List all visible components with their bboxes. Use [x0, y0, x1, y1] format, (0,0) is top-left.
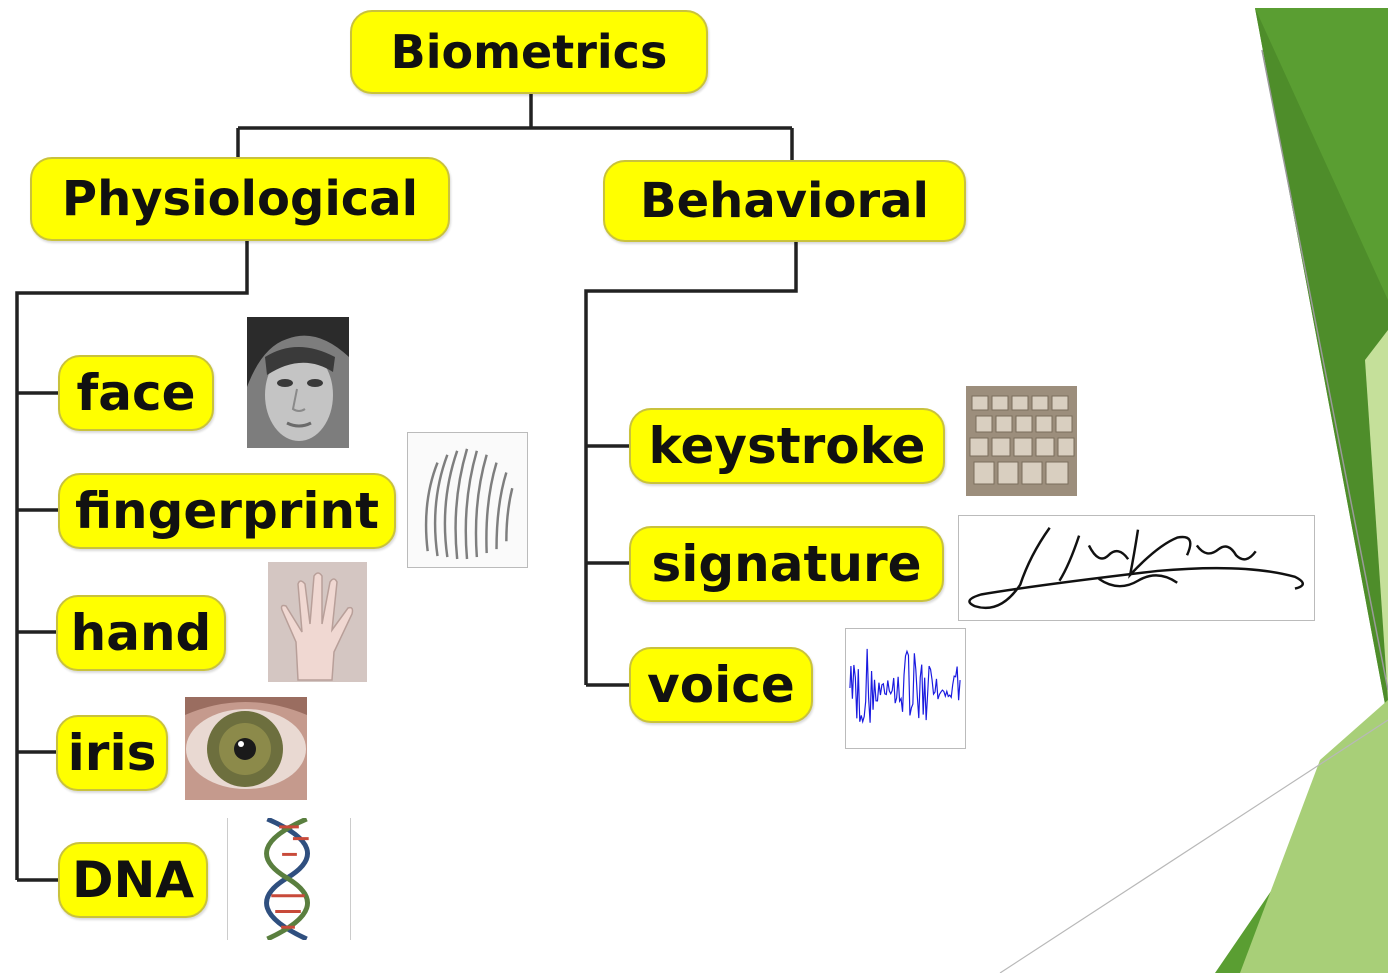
connector-behavioral: [584, 240, 798, 685]
leaf-node-fingerprint: fingerprint: [58, 473, 396, 549]
leaf-label: iris: [67, 724, 157, 782]
leaf-node-signature: signature: [629, 526, 944, 602]
root-node-biometrics: Biometrics: [350, 10, 708, 94]
iris-photo: [185, 697, 307, 800]
connector-physiological: [15, 240, 249, 880]
category-label: Physiological: [61, 171, 419, 227]
connector-root: [236, 92, 794, 160]
leaf-label: hand: [70, 604, 212, 662]
voice-waveform: [845, 628, 966, 749]
leaf-node-voice: voice: [629, 647, 813, 723]
leaf-label: voice: [647, 656, 795, 714]
root-label: Biometrics: [390, 25, 668, 79]
leaf-node-face: face: [58, 355, 214, 431]
dna-helix-illustration: [227, 818, 351, 940]
face-photo: [247, 317, 349, 448]
category-node-behavioral: Behavioral: [603, 160, 966, 242]
fingerprint-image: [407, 432, 528, 568]
leaf-node-iris: iris: [56, 715, 168, 791]
leaf-label: fingerprint: [74, 482, 380, 540]
leaf-node-keystroke: keystroke: [629, 408, 945, 484]
keyboard-photo: [966, 386, 1077, 496]
leaf-node-dna: DNA: [58, 842, 208, 918]
hand-photo: [268, 562, 367, 682]
leaf-node-hand: hand: [56, 595, 226, 671]
handwritten-signature: [958, 515, 1315, 621]
category-node-physiological: Physiological: [30, 157, 450, 241]
waveform-line: [849, 648, 961, 724]
leaf-label: DNA: [71, 851, 195, 909]
leaf-label: keystroke: [648, 417, 926, 475]
leaf-label: face: [76, 364, 196, 422]
leaf-label: signature: [651, 535, 922, 593]
category-label: Behavioral: [640, 173, 929, 229]
